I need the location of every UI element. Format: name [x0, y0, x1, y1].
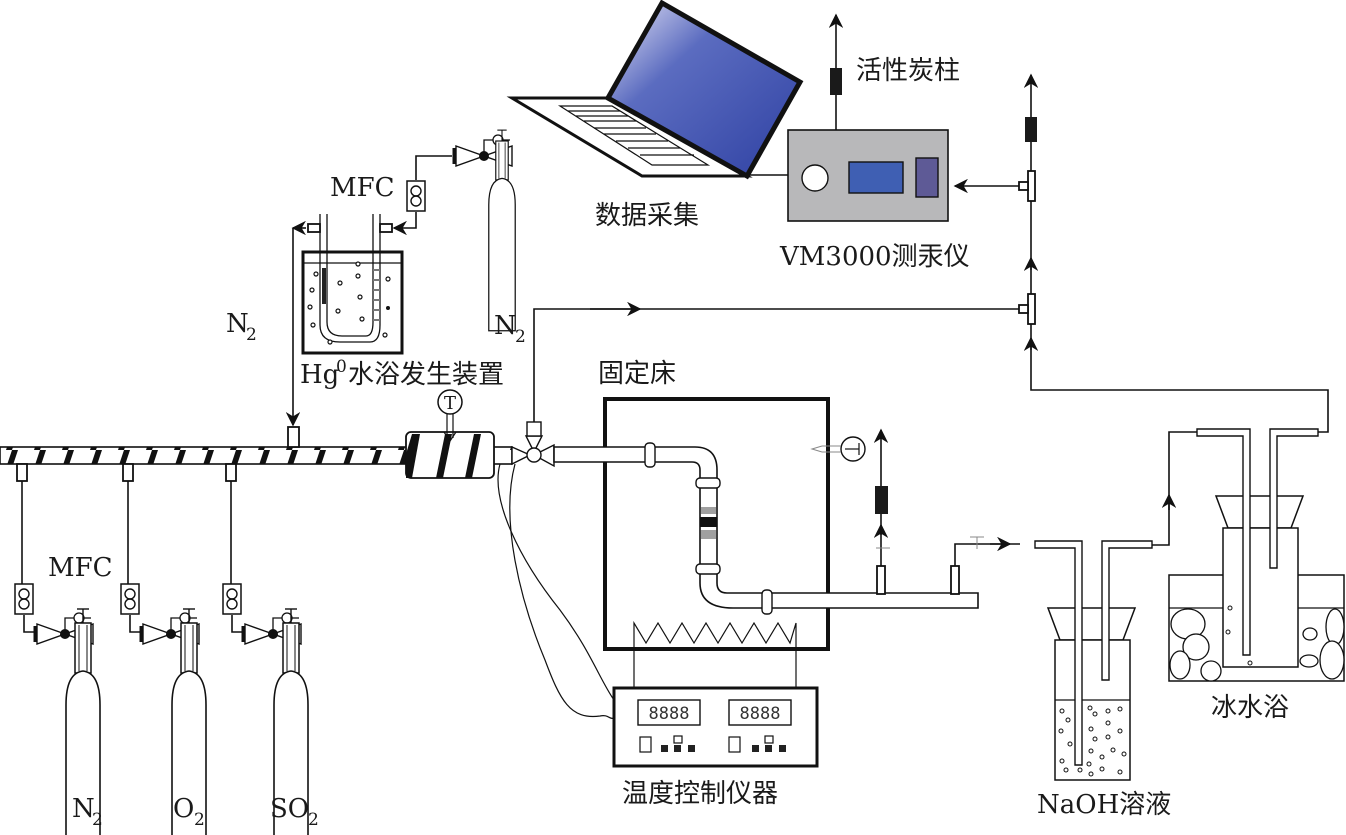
n2-carrier-cylinder [392, 129, 517, 332]
svg-text:Hg: Hg [300, 360, 339, 390]
svg-text:N: N [494, 311, 517, 341]
reactor-tube [553, 442, 979, 615]
thermocouple-furnace [810, 436, 866, 462]
thermocouple-preheater: T [437, 389, 463, 443]
svg-text:0: 0 [336, 357, 347, 377]
naoh-absorber [1034, 540, 1153, 781]
temperature-controller: 8888 8888 [612, 648, 819, 768]
controller-display-left: 8888 [649, 704, 690, 724]
activated-carbon-trap-right [1025, 117, 1037, 142]
gas-label-so2: SO 2 [270, 794, 319, 830]
sorbent-bed [700, 517, 717, 527]
svg-text:N: N [72, 794, 95, 824]
svg-text:水浴发生装置: 水浴发生装置 [348, 360, 504, 390]
mfc-label-top: MFC [330, 173, 395, 203]
ice-bath-label: 冰水浴 [1211, 693, 1289, 723]
activated-carbon-label: 活性炭柱 [856, 56, 960, 86]
svg-text:SO: SO [270, 794, 309, 824]
svg-text:O: O [173, 794, 194, 824]
four-way-valve [511, 421, 555, 468]
svg-text:2: 2 [194, 810, 205, 830]
hg-generator-label: Hg 0 水浴发生装置 [300, 357, 504, 390]
tee-fitting-lower [1018, 293, 1036, 325]
gas-cylinder-o2 [120, 583, 207, 835]
gas-label-n2: N 2 [72, 794, 103, 830]
activated-carbon-trap-top [830, 68, 842, 95]
fixed-bed-furnace [603, 397, 830, 651]
inlet-branches [16, 426, 300, 584]
data-acquisition-laptop [506, 0, 804, 180]
controller-display-right: 8888 [740, 704, 781, 724]
gas-cylinder-n2 [14, 583, 101, 835]
thermocouple-label: T [444, 393, 456, 414]
svg-text:2: 2 [308, 810, 319, 830]
gas-label-o2: O 2 [173, 794, 205, 830]
quartz-wool-top [701, 507, 716, 514]
naoh-solution-label: NaOH溶液 [1037, 790, 1171, 820]
hg-generator [301, 214, 404, 355]
analyzer-label: VM3000测汞仪 [779, 242, 970, 272]
gas-cylinder-so2 [222, 583, 309, 835]
svg-text:2: 2 [246, 325, 257, 345]
data-acquisition-label: 数据采集 [595, 201, 699, 231]
vm3000-mercury-analyzer [787, 129, 949, 222]
quartz-wool-bottom [701, 530, 716, 539]
activated-carbon-trap-outlet [875, 486, 888, 514]
svg-text:2: 2 [92, 810, 103, 830]
svg-text:2: 2 [515, 327, 526, 347]
mfc-label-bottom: MFC [48, 553, 113, 583]
n2-label-left: N 2 [226, 309, 257, 345]
fixed-bed-label: 固定床 [598, 359, 676, 389]
n2-label-top: N 2 [494, 311, 526, 347]
preheater [405, 431, 495, 479]
ice-bath [1168, 428, 1345, 682]
temperature-controller-label: 温度控制仪器 [622, 779, 778, 809]
tee-fitting-upper [1018, 170, 1036, 202]
svg-text:N: N [226, 309, 249, 339]
